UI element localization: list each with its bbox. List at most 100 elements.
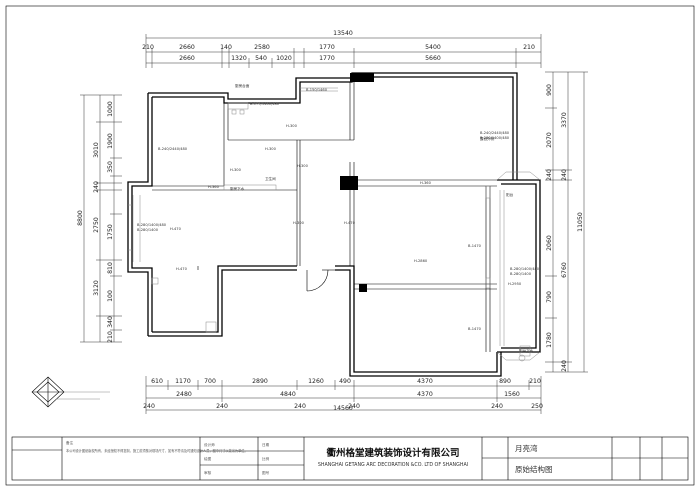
column-bottom [359,284,367,292]
title-field: 审核 [204,470,212,475]
left-dim-7: 2750 [93,217,100,233]
company-name-en: SHANGHAI GETANG ARC DECORATION &CO. LTD … [318,462,468,468]
bottom-dim-1: 610 [151,378,163,385]
top-dim-3: 140 [220,44,232,51]
top-dim-6: 5400 [425,44,441,51]
beam-label: B-1470 [468,244,482,248]
beam-label: B-280/1400/480 [480,136,510,140]
bottom-dim-3: 700 [204,378,216,385]
note-text: 本公司设计图纸版权所有，未经授权不得复制，施工前须核对现场尺寸，如有不符请及时通… [66,448,248,453]
top-dim-5: 1770 [319,44,335,51]
bottom-dim-8: 890 [499,378,511,385]
right-dim-1: 900 [546,84,553,96]
project-name: 月亮湾 [515,443,538,453]
bottom-dim-16: 240 [294,403,306,410]
right-dim-3: 240 [546,169,553,181]
top-dim-1: 210 [142,44,154,51]
right-dim-7: 3370 [561,112,568,128]
beam-label: B-280/1400/480 [137,223,167,227]
note-label: 备注 [66,440,74,445]
right-dim-10: 240 [561,360,568,372]
bottom-dim-12: 4370 [417,391,433,398]
height-label: H-300 [297,164,309,168]
right-dimensions: 900 2070 240 2060 790 1780 3370 240 6760… [545,71,588,373]
bottom-dim-4: 2890 [252,378,268,385]
height-annotations: H-300 H-300 H-300 H-360 H-360 H-300 H-47… [170,124,522,286]
room-label: 露台外侧 [480,136,495,141]
left-dim-8: 810 [107,262,114,274]
left-total-dim: 8800 [77,210,84,226]
height-label: H-2950 [508,282,522,286]
beam-label: B-280/1400 [510,272,532,276]
bottom-dim-17: 240 [348,403,360,410]
bottom-dim-13: 1560 [504,391,520,398]
column-mid [340,176,358,190]
left-dim-12: 210 [107,331,114,343]
left-dim-6: 1750 [107,224,114,240]
company-name-cn: 衢州格堂建筑装饰设计有限公司 [326,447,459,459]
room-labels: 露台外侧 阳台 厨房台面 卫生间 厨房下水 阳台下水 [230,83,534,353]
top-dim-9: 1320 [231,55,247,62]
bottom-dim-18: 240 [491,403,503,410]
room-label: 厨房台面 [235,83,250,88]
left-dimensions: 8800 1000 3010 1900 350 240 1750 2750 81… [77,94,122,343]
bottom-dimensions: 610 1170 700 2890 1260 490 4370 890 210 … [143,376,543,414]
height-label: H-470 [170,227,182,231]
title-field: 设计师 [204,442,215,447]
bottom-dim-9: 210 [529,378,541,385]
top-dimensions: 13540 210 2660 140 2580 1770 5400 210 26… [142,30,542,68]
entry-door [306,269,335,292]
top-dim-2: 2660 [179,44,195,51]
right-dim-9: 6760 [561,262,568,278]
bottom-dim-5: 1260 [308,378,324,385]
column-top [350,73,374,82]
bottom-total-dim: 14560 [333,405,353,412]
note-text-line: 本公司设计图纸版权所有，未经授权不得复制，施工前须核对现场尺寸，如有不符请及时通… [66,448,248,453]
top-dim-8: 2660 [179,55,195,62]
left-dim-11: 340 [107,316,114,328]
right-dim-8: 240 [561,169,568,181]
beam-label: B-240/2440/480 [158,147,188,151]
left-dim-1: 1000 [107,101,114,117]
beam-label: B-150/1460 [306,88,328,92]
bottom-dim-11: 4840 [280,391,296,398]
height-label: H-300 [293,221,305,225]
height-label: H-470 [344,221,356,225]
title-field: 比例 [262,456,270,461]
right-dim-6: 1780 [546,332,553,348]
top-dim-7: 210 [523,44,535,51]
height-label: H-470 [176,267,188,271]
compass-icon [31,376,110,408]
right-total-dim: 11050 [577,212,584,232]
bottom-dim-2: 1170 [175,378,191,385]
room-label: 厨房下水 [230,186,245,191]
left-dim-5: 240 [93,181,100,193]
title-block: 备注 本公司设计图纸版权所有，未经授权不得复制，施工前须核对现场尺寸，如有不符请… [11,436,689,481]
bottom-dim-19: 250 [531,403,543,410]
top-dim-11: 1020 [276,55,292,62]
room-label: 阳台下水 [519,348,534,353]
top-dim-12: 1770 [319,55,335,62]
right-dim-5: 790 [546,291,553,303]
height-label: H-360 [208,185,220,189]
walls [127,72,541,377]
beam-label: B-280/1400/480 [510,267,540,271]
bottom-dim-14: 240 [143,403,155,410]
beam-label: B-1470 [468,327,482,331]
right-dim-2: 2070 [546,132,553,148]
right-dim-4: 2060 [546,235,553,251]
height-label: H-300 [230,168,242,172]
bottom-dim-6: 490 [339,378,351,385]
left-dim-9: 3120 [93,280,100,296]
sheet-border [5,5,695,486]
top-dim-10: 540 [255,55,267,62]
room-label: 卫生间 [265,176,276,181]
room-label: 阳台 [506,192,514,197]
height-label: H-300 [265,147,277,151]
bottom-dim-7: 4370 [417,378,433,385]
left-dim-4: 350 [107,161,114,173]
title-field: 日期 [262,442,270,447]
title-field: 图号 [262,470,270,475]
height-label: H-2860 [414,259,428,263]
